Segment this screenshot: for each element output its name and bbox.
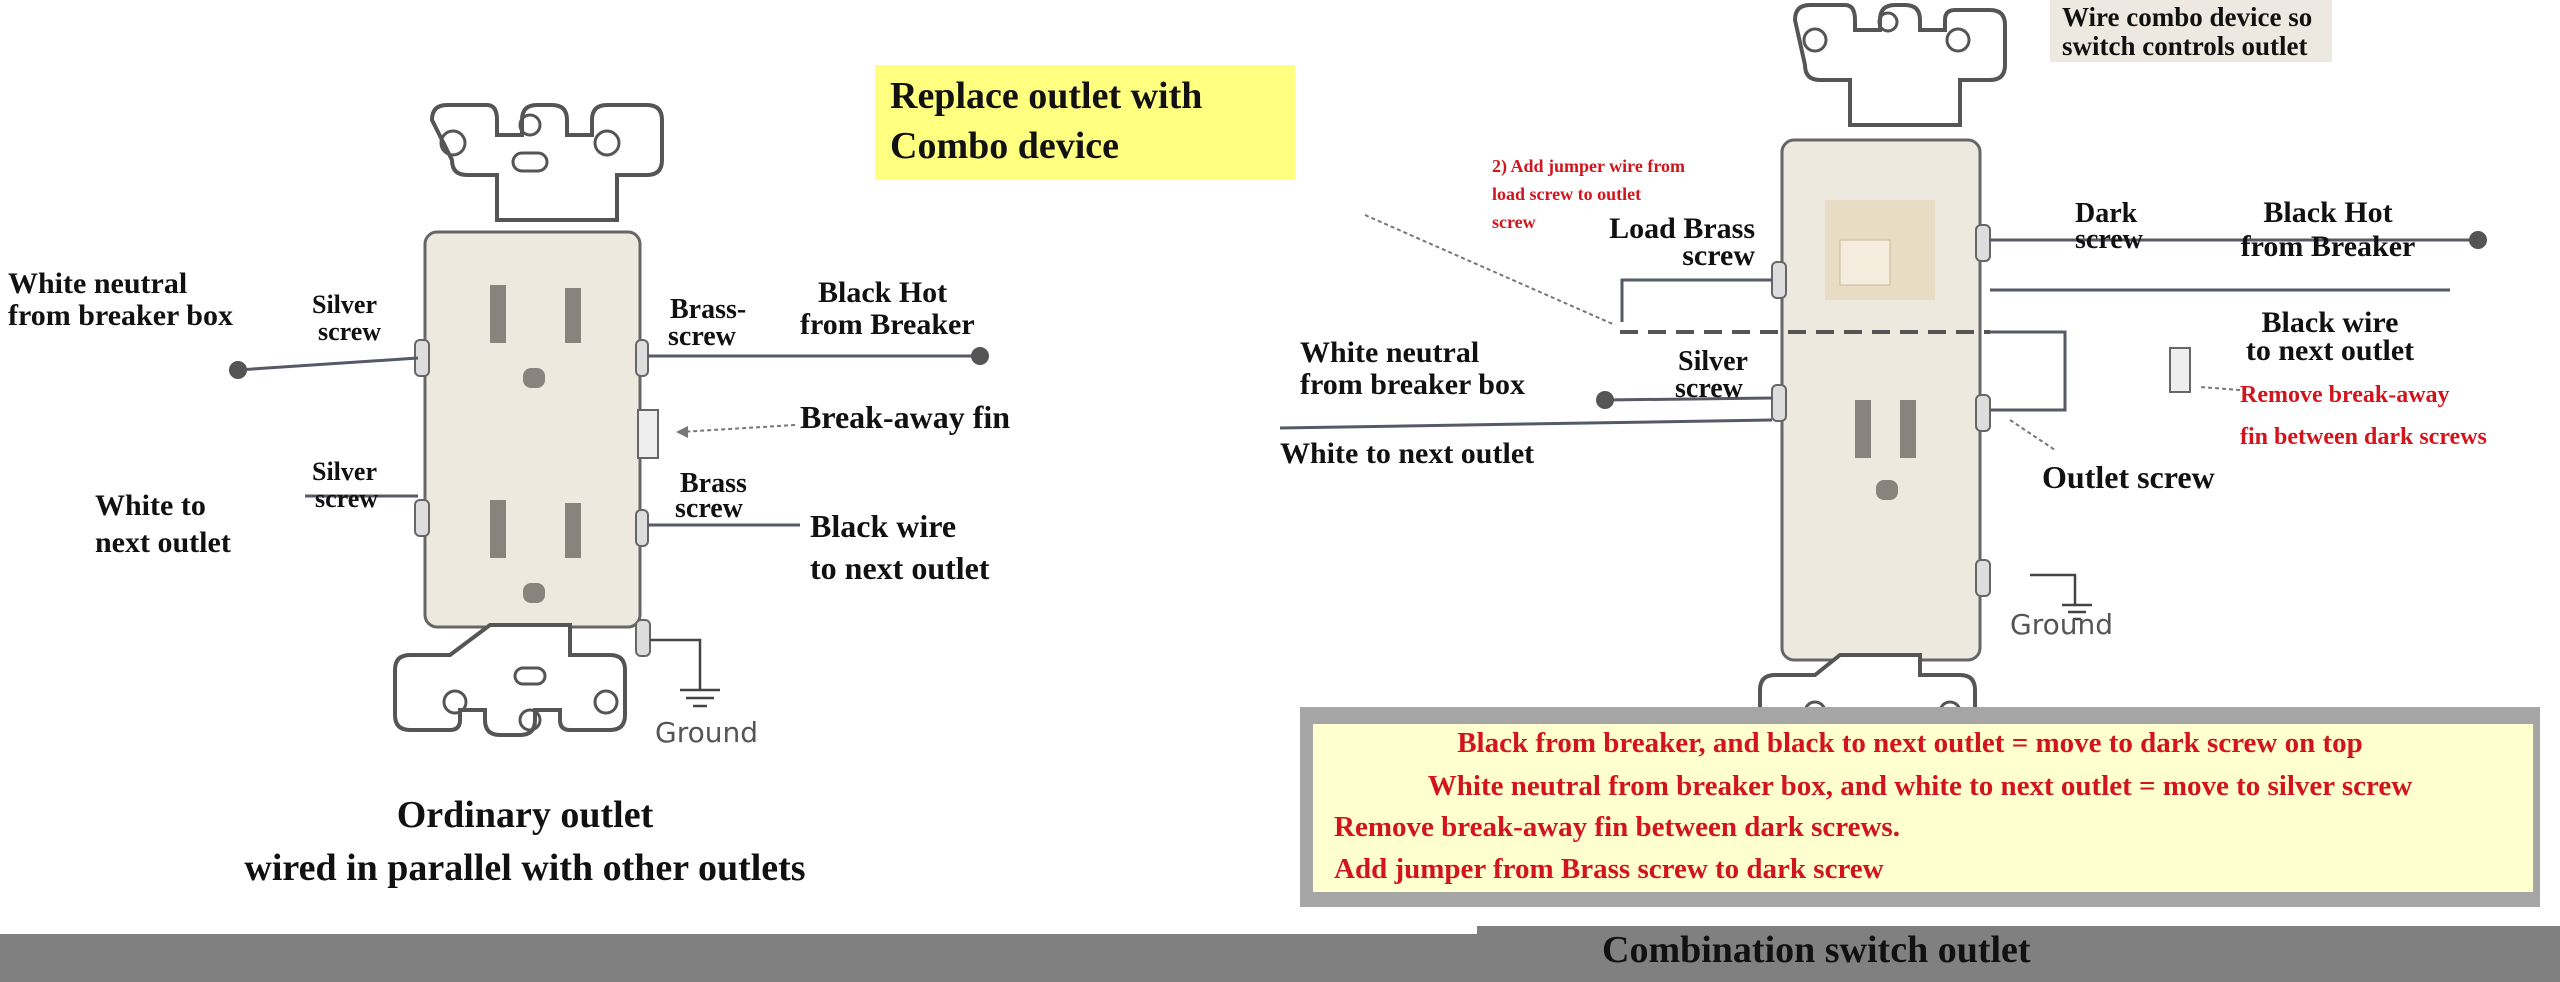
label: Brass — [680, 468, 747, 499]
label: White to next outlet — [1280, 437, 1534, 470]
caption: Combination switch outlet — [1602, 929, 2031, 971]
instruction-line: White neutral from breaker box, and whit… — [1428, 770, 2412, 802]
label: to next outlet — [2246, 334, 2414, 367]
instruction-line: Remove break-away fin between dark screw… — [1334, 811, 1900, 843]
label: Ground — [2010, 608, 2113, 641]
label: Outlet screw — [2042, 459, 2215, 495]
label: White neutral — [1300, 336, 1479, 369]
ground-symbol-icon — [650, 638, 720, 708]
label: White neutral — [8, 267, 187, 300]
label: screw — [1682, 239, 1755, 272]
label: Black wire — [2262, 306, 2399, 339]
label: next outlet — [95, 526, 231, 559]
callout-line: Combo device — [890, 125, 1119, 167]
instructions-box: Black from breaker, and black to next ou… — [1300, 707, 2540, 907]
label: Brass- — [670, 294, 746, 325]
right-callout: Wire combo device so switch controls out… — [2050, 0, 2332, 62]
label: Silver — [312, 290, 377, 319]
label: Black wire — [810, 508, 956, 544]
label: screw — [675, 493, 744, 524]
label: White to — [95, 489, 206, 522]
note: screw — [1492, 212, 1536, 232]
label: Black Hot — [2263, 196, 2392, 229]
right-wires — [1279, 214, 2487, 621]
instruction-line: Black from breaker, and black to next ou… — [1457, 727, 2363, 759]
break-away-fin — [637, 409, 659, 459]
ground-symbol-icon — [2030, 573, 2092, 621]
combo-device — [1620, 2, 2007, 757]
outlet-body — [423, 230, 642, 629]
callout-line: Replace outlet with — [890, 75, 1202, 117]
label: to next outlet — [810, 550, 990, 586]
caption: Ordinary outlet — [397, 794, 654, 836]
instruction-line: Add jumper from Brass screw to dark scre… — [1334, 853, 1884, 885]
note: Remove break-away — [2240, 382, 2450, 408]
label: screw — [2075, 224, 2144, 255]
bottom-mounting-strap — [393, 623, 627, 737]
left-callout: Replace outlet with Combo device — [875, 65, 1295, 180]
left-wires — [229, 347, 989, 708]
label: Silver — [312, 457, 377, 486]
label: screw — [318, 317, 381, 346]
gray-overlay-bar — [0, 926, 2560, 982]
ordinary-outlet — [393, 103, 664, 737]
note: fin between dark screws — [2240, 424, 2487, 450]
note: 2) Add jumper wire from — [1492, 156, 1685, 177]
label: screw — [315, 484, 378, 513]
label: from breaker box — [8, 299, 233, 332]
label: Dark — [2075, 198, 2138, 229]
caption: wired in parallel with other outlets — [244, 847, 805, 889]
callout-line: switch controls outlet — [2062, 31, 2307, 61]
label: from breaker box — [1300, 368, 1525, 401]
label: Load Brass — [1609, 212, 1755, 245]
label: Ground — [655, 716, 758, 749]
label: from Breaker — [2241, 230, 2416, 263]
label: Break-away fin — [800, 399, 1010, 435]
label: from Breaker — [800, 308, 975, 341]
left-labels: White neutral from breaker box Silver sc… — [8, 267, 1010, 889]
label: Silver — [1678, 346, 1748, 377]
label: screw — [668, 321, 737, 352]
label: screw — [1675, 373, 1744, 404]
callout-line: Wire combo device so — [2062, 2, 2312, 32]
right-labels: 2) Add jumper wire from load screw to ou… — [1280, 156, 2487, 641]
note: load screw to outlet — [1492, 184, 1641, 204]
label: Black Hot — [818, 276, 947, 309]
